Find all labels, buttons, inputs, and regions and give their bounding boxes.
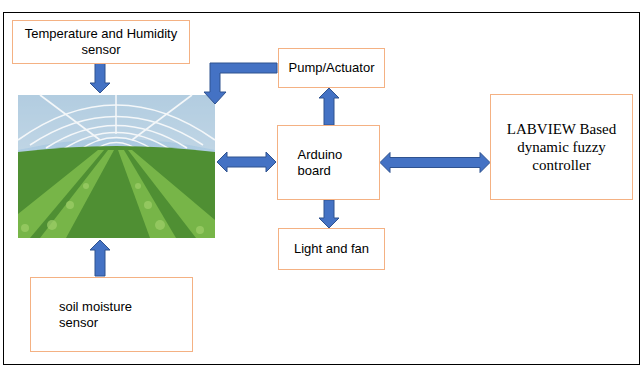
box-label: Light and fan bbox=[282, 241, 382, 257]
sensor-box: soil moisture sensor bbox=[30, 277, 193, 352]
box-label: Pump/Actuator bbox=[282, 60, 382, 76]
block-arrow bbox=[380, 153, 490, 173]
box-label: soil moisture sensor bbox=[59, 299, 164, 330]
software-box: LABVIEW Based dynamic fuzzy controller bbox=[490, 94, 633, 200]
greenhouse-picture bbox=[18, 95, 215, 238]
block-arrow bbox=[90, 63, 277, 276]
sensor-box: Temperature and Humidity sensor bbox=[12, 20, 190, 64]
block-arrow bbox=[319, 200, 339, 228]
controller-board-box: Arduino board bbox=[277, 125, 380, 200]
outer-frame bbox=[4, 13, 640, 365]
box-label: LABVIEW Based dynamic fuzzy controller bbox=[507, 120, 617, 174]
actuator-box: Light and fan bbox=[278, 228, 385, 270]
actuator-box: Pump/Actuator bbox=[278, 48, 385, 88]
box-label: Arduino board bbox=[298, 147, 360, 178]
box-label: Temperature and Humidity sensor bbox=[19, 26, 184, 57]
block-arrow bbox=[319, 88, 339, 125]
